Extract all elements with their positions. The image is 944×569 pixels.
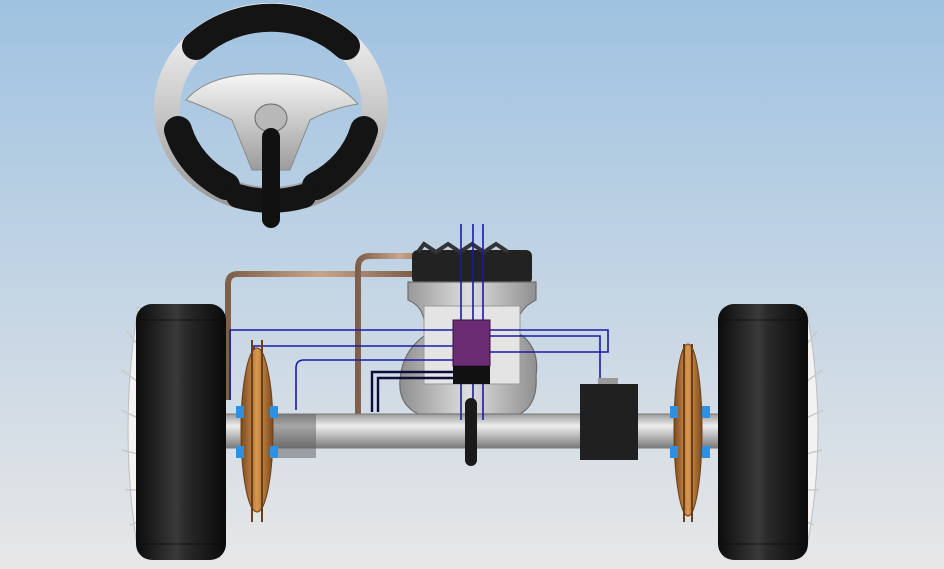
steering-wheel[interactable] [154,3,388,228]
right-tire [718,304,808,560]
left-brake-disc [236,340,278,522]
steering-grip-top [182,3,360,60]
right-hub-bolt-bottom [670,446,678,458]
right-brake-disc [670,343,710,522]
right-wheel[interactable] [718,304,824,560]
brake-lines [225,253,440,414]
steering-column [262,128,280,228]
ecu-housing [452,319,491,367]
left-disc [240,347,274,513]
steering-grip-right [302,116,378,200]
left-wheel[interactable] [120,304,226,560]
right-hub-bolt-top [670,406,678,418]
brake-line-center [355,253,440,414]
ecu-module[interactable] [452,319,491,384]
engine-head [412,250,532,284]
tie-rod-link [465,398,477,466]
steering-center-cap [254,103,288,133]
steering-grip-left [164,116,240,200]
brake-line-left [225,271,412,400]
left-tire [136,304,226,560]
battery-box[interactable] [580,378,638,460]
ecu-connector [453,366,490,384]
right-disc [673,343,703,517]
left-hub-bolt-bottom [236,446,244,458]
battery-housing [580,384,638,460]
battery-terminal [598,378,618,384]
left-hub-bolt-top [236,406,244,418]
